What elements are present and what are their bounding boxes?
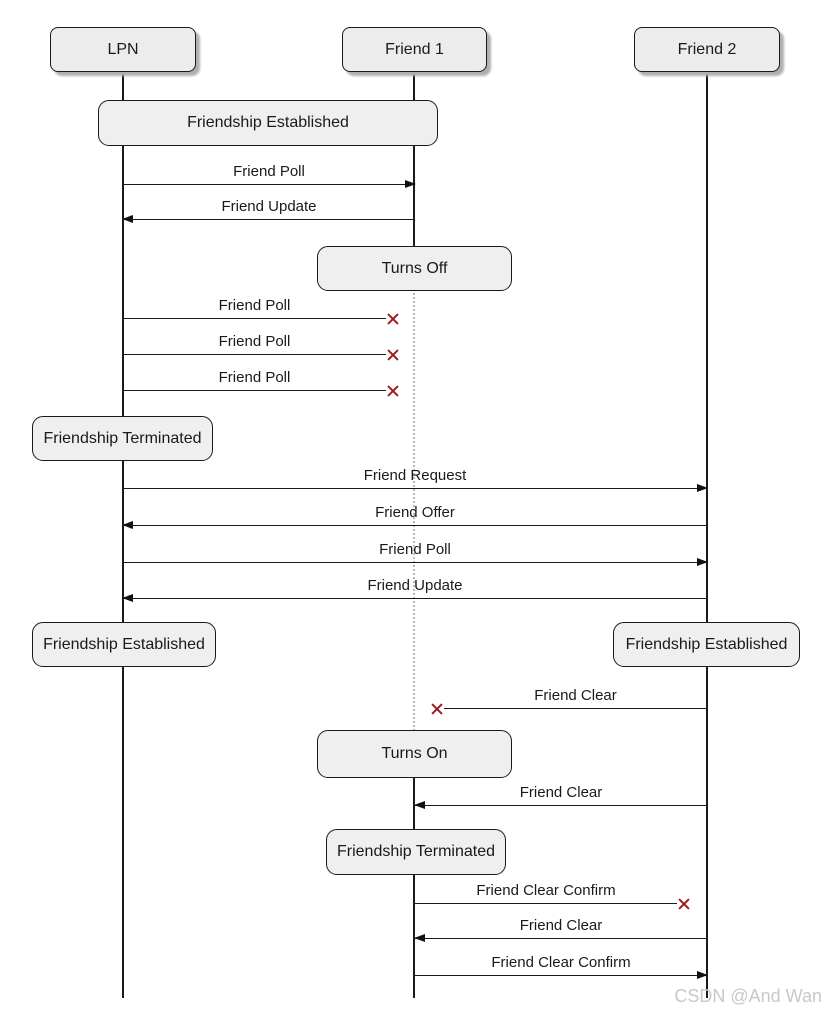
state-label: Friendship Established bbox=[187, 114, 349, 131]
message-friend-poll-lost-3: Friend Poll bbox=[123, 369, 386, 391]
message-line bbox=[123, 318, 386, 319]
message-friend-request: Friend Request bbox=[123, 467, 708, 492]
arrowhead-right-icon bbox=[697, 970, 708, 979]
message-label: Friend Clear bbox=[519, 917, 603, 934]
message-line bbox=[123, 483, 708, 492]
actor-label: LPN bbox=[107, 40, 139, 58]
message-line bbox=[414, 933, 707, 942]
state-box-friendship-established-lpn: Friendship Established bbox=[32, 622, 216, 667]
lost-x-icon bbox=[387, 313, 399, 325]
message-friend-clear-2: Friend Clear bbox=[414, 917, 707, 942]
arrowhead-right-icon bbox=[697, 483, 708, 492]
arrowhead-right-icon bbox=[405, 179, 416, 188]
actor-label: Friend 1 bbox=[385, 40, 444, 58]
state-box-friendship-terminated-lpn: Friendship Terminated bbox=[32, 416, 213, 461]
state-label: Friendship Terminated bbox=[43, 429, 202, 447]
state-label: Friendship Established bbox=[43, 635, 205, 653]
message-line bbox=[123, 354, 386, 355]
lost-x-icon bbox=[431, 703, 443, 715]
state-box-friendship-established-friend2: Friendship Established bbox=[613, 622, 800, 667]
actor-label: Friend 2 bbox=[677, 40, 737, 58]
arrowhead-right-icon bbox=[697, 557, 708, 566]
message-label: Friend Poll bbox=[233, 163, 305, 180]
message-line bbox=[414, 800, 707, 809]
message-line bbox=[123, 557, 708, 566]
message-label: Friend Clear Confirm bbox=[491, 954, 631, 971]
message-friend-update-1: Friend Update bbox=[122, 198, 415, 223]
state-label: Friendship Established bbox=[625, 635, 788, 653]
message-label: Friend Poll bbox=[218, 333, 291, 350]
message-friend-clear-confirm: Friend Clear Confirm bbox=[415, 954, 708, 979]
arrowhead-left-icon bbox=[122, 593, 133, 602]
message-friend-clear-lost: Friend Clear bbox=[444, 687, 707, 709]
message-friend-update-2: Friend Update bbox=[122, 577, 707, 602]
arrowhead-left-icon bbox=[122, 214, 133, 223]
message-label: Friend Poll bbox=[379, 541, 451, 558]
state-label: Turns Off bbox=[381, 259, 448, 277]
message-friend-clear-1: Friend Clear bbox=[414, 784, 707, 809]
lost-x-icon bbox=[387, 385, 399, 397]
state-box-friendship-established-top: Friendship Established bbox=[98, 100, 438, 146]
lifeline-friend1-active-top bbox=[413, 72, 415, 246]
message-label: Friend Update bbox=[367, 577, 463, 594]
message-label: Friend Update bbox=[221, 198, 317, 215]
message-friend-poll-1: Friend Poll bbox=[123, 163, 416, 188]
state-box-turns-on: Turns On bbox=[317, 730, 512, 778]
lifeline-lpn bbox=[122, 72, 124, 998]
message-label: Friend Clear bbox=[519, 784, 603, 801]
message-friend-clear-confirm-lost: Friend Clear Confirm bbox=[415, 882, 677, 904]
message-label: Friend Clear Confirm bbox=[476, 882, 616, 899]
arrowhead-left-icon bbox=[414, 800, 425, 809]
watermark: CSDN @And Wan bbox=[674, 986, 822, 1006]
message-line bbox=[444, 708, 707, 709]
lifeline-friend2 bbox=[706, 72, 708, 998]
message-line bbox=[123, 179, 416, 188]
message-friend-poll-lost-2: Friend Poll bbox=[123, 333, 386, 355]
actor-box-lpn: LPN bbox=[50, 27, 196, 72]
message-line bbox=[123, 390, 386, 391]
message-line bbox=[415, 903, 677, 904]
lost-x-icon bbox=[387, 349, 399, 361]
state-label: Turns On bbox=[381, 745, 448, 762]
message-line bbox=[122, 520, 707, 529]
message-friend-poll-2: Friend Poll bbox=[123, 541, 708, 566]
lost-x-icon bbox=[678, 898, 690, 910]
message-label: Friend Poll bbox=[218, 369, 291, 386]
arrowhead-left-icon bbox=[414, 933, 425, 942]
message-label: Friend Offer bbox=[375, 504, 455, 521]
message-friend-poll-lost-1: Friend Poll bbox=[123, 297, 386, 319]
actor-box-friend2: Friend 2 bbox=[634, 27, 780, 72]
state-box-turns-off: Turns Off bbox=[317, 246, 512, 291]
message-friend-offer: Friend Offer bbox=[122, 504, 707, 529]
state-box-friendship-terminated-friend1: Friendship Terminated bbox=[326, 829, 506, 875]
message-line bbox=[122, 214, 415, 223]
message-label: Friend Request bbox=[363, 467, 467, 484]
message-label: Friend Poll bbox=[218, 297, 291, 314]
message-label: Friend Clear bbox=[534, 687, 617, 704]
actor-box-friend1: Friend 1 bbox=[342, 27, 487, 72]
message-line bbox=[415, 970, 708, 979]
arrowhead-left-icon bbox=[122, 520, 133, 529]
message-line bbox=[122, 593, 707, 602]
state-label: Friendship Terminated bbox=[336, 843, 495, 860]
